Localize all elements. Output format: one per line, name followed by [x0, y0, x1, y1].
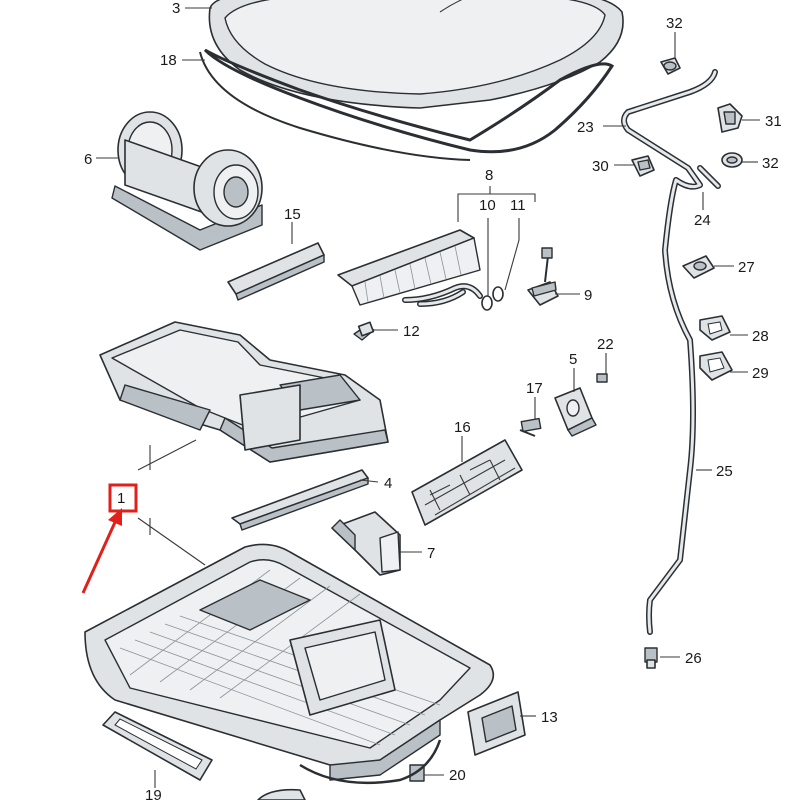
callout-25: 25 — [716, 463, 733, 480]
part-13-plate — [467, 691, 526, 756]
part-30-clip — [631, 155, 655, 177]
part-17-screw — [519, 417, 542, 437]
callout-28: 28 — [752, 328, 769, 345]
callout-7: 7 — [427, 545, 435, 562]
part-28-clip — [699, 315, 731, 341]
part-18-seal — [199, 48, 615, 161]
callout-30: 30 — [592, 158, 609, 175]
callout-3: 3 — [172, 0, 180, 17]
callout-27: 27 — [738, 259, 755, 276]
part-32-clip-top — [660, 57, 681, 75]
callout-5: 5 — [569, 351, 577, 368]
part-29-clip — [699, 351, 733, 381]
part-23-25-hose — [621, 69, 721, 635]
callout-20: 20 — [449, 767, 466, 784]
callout-labels: 1 3 4 5 6 7 8 9 10 11 12 13 15 16 17 18 … — [84, 0, 782, 800]
part-32-clip-mid — [721, 152, 743, 168]
callout-15: 15 — [284, 206, 301, 223]
callout-9: 9 — [584, 287, 592, 304]
callout-32-top: 32 — [666, 15, 683, 32]
callout-4: 4 — [384, 475, 392, 492]
callout-24: 24 — [694, 212, 711, 229]
highlight-annotation — [81, 483, 138, 594]
callout-10: 10 — [479, 197, 496, 214]
highlight-arrow — [81, 519, 118, 594]
callout-29: 29 — [752, 365, 769, 382]
callout-11: 11 — [510, 197, 526, 214]
part-19-gasket — [102, 711, 213, 781]
part-1-upper-housing — [99, 321, 389, 463]
callout-31: 31 — [765, 113, 782, 130]
highlight-box — [108, 483, 138, 513]
part-16-bracket — [411, 439, 523, 526]
part-1-lower-tray — [84, 543, 495, 781]
callout-16: 16 — [454, 419, 471, 436]
part-27-clip — [682, 255, 715, 279]
part-8-heat-exchanger — [337, 229, 483, 307]
callout-13: 13 — [541, 709, 558, 726]
part-5-actuator — [554, 387, 597, 437]
highlight-arrow-head — [108, 508, 122, 526]
part-3-housing-cover — [208, 0, 624, 109]
part-9-sensor — [527, 247, 559, 306]
callout-8: 8 — [485, 167, 493, 184]
part-15-strip — [227, 242, 325, 301]
part-6-blower-motor — [111, 111, 263, 251]
part-7-resistor — [331, 511, 401, 576]
callout-19: 19 — [145, 787, 162, 800]
callout-12: 12 — [403, 323, 420, 340]
callout-1: 1 — [117, 490, 125, 507]
callout-18: 18 — [160, 52, 177, 69]
part-10-11-o-rings — [481, 286, 504, 311]
part-22-screw — [596, 373, 608, 383]
callout-23: 23 — [577, 119, 594, 136]
part-31-clip — [717, 103, 743, 133]
part-12-plug — [353, 321, 375, 341]
callout-17: 17 — [526, 380, 543, 397]
callout-22: 22 — [597, 336, 614, 353]
part-26-fitting — [644, 647, 658, 669]
callout-26: 26 — [685, 650, 702, 667]
part-4-filter — [231, 469, 369, 531]
callout-6: 6 — [84, 151, 92, 168]
callout-32-mid: 32 — [762, 155, 779, 172]
leader-lines — [96, 7, 760, 788]
lower-seal-line — [257, 739, 442, 800]
